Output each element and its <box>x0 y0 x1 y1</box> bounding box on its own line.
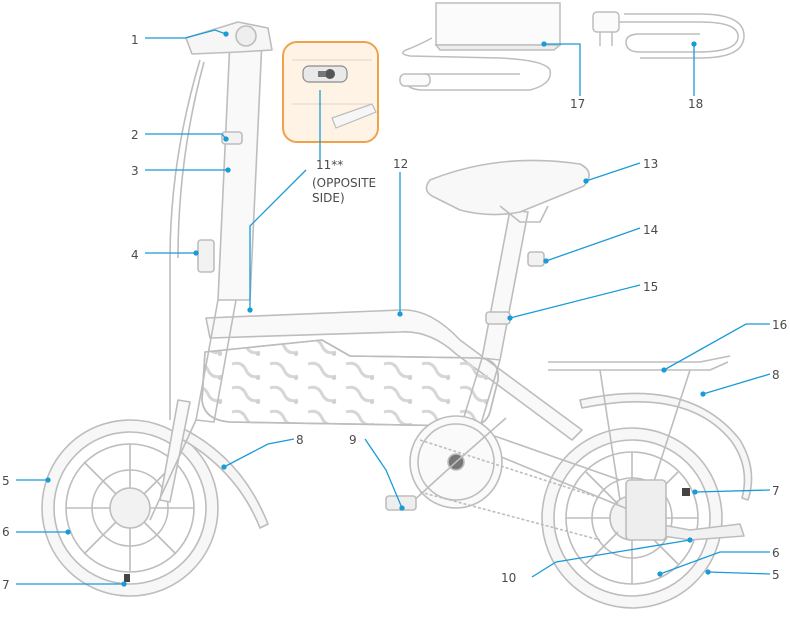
leader-dot-c2 <box>223 136 229 142</box>
leader-line-c11 <box>249 169 307 310</box>
callout-label-c7l: 7 <box>2 578 10 592</box>
callout-label-c8r: 8 <box>772 368 780 382</box>
leader-dot-c8f <box>221 464 227 470</box>
leader-dot-c5r <box>705 569 711 575</box>
leader-dot-c13 <box>583 178 589 184</box>
callout-label-c16: 16 <box>772 318 788 332</box>
callout-label-c5l: 5 <box>2 474 10 488</box>
leader-dot-c14 <box>543 258 549 264</box>
leader-line-c8f <box>223 438 295 468</box>
callout-label-c6r: 6 <box>772 546 780 560</box>
leader-dot-c12 <box>397 311 403 317</box>
callout-label-c7r: 7 <box>772 484 780 498</box>
bike-outline <box>41 21 753 609</box>
leader-dot-c11 <box>247 307 253 313</box>
leader-dot-c8r <box>700 391 706 397</box>
callout-label-c18: 18 <box>688 97 704 111</box>
callout-label-c15: 15 <box>643 280 659 294</box>
leader-line-c2 <box>145 133 227 140</box>
leader-dot-c18 <box>691 41 697 47</box>
leader-lines <box>16 29 771 587</box>
callout-label-c11: 11** <box>316 158 344 172</box>
leader-dot-c4 <box>193 250 199 256</box>
callout-label-c4: 4 <box>131 248 139 262</box>
leader-dot-c10 <box>687 537 693 543</box>
callout-label-c1: 1 <box>131 33 139 47</box>
leader-dot-c5l <box>45 477 51 483</box>
callout-label-c14: 14 <box>643 223 659 237</box>
leader-dot-c16 <box>661 367 667 373</box>
leader-line-c5r <box>707 571 771 575</box>
callout-label-c5r: 5 <box>772 568 780 582</box>
leader-dot-c1 <box>223 31 229 37</box>
charger-adapter <box>399 2 563 91</box>
leader-dot-c3 <box>225 167 231 173</box>
callout-label-c2: 2 <box>131 128 139 142</box>
leader-dot-c7r <box>692 489 698 495</box>
callout-label-c13: 13 <box>643 157 659 171</box>
callout-label-c3: 3 <box>131 164 139 178</box>
leader-line-c7r <box>694 489 771 493</box>
leader-dot-c6l <box>65 529 71 535</box>
power-cord <box>592 11 745 59</box>
leader-line-c6r <box>659 551 770 575</box>
leader-line-c16 <box>663 323 770 371</box>
leader-line-c9 <box>364 438 403 509</box>
leader-line-c17 <box>544 43 581 96</box>
charging-port-inset <box>282 41 379 143</box>
leader-dot-c15 <box>507 315 513 321</box>
leader-dot-c17 <box>541 41 547 47</box>
leader-line-c1 <box>145 29 227 39</box>
callout-label-c10: 10 <box>501 571 517 585</box>
callout-label-c6l: 6 <box>2 525 10 539</box>
leader-line-c14 <box>545 227 641 262</box>
callout-label-c17: 17 <box>570 97 586 111</box>
leader-line-c10 <box>531 539 691 578</box>
leader-dot-c7l <box>121 581 127 587</box>
callout-11-note: (OPPOSITE SIDE) <box>312 176 377 205</box>
leader-line-c13 <box>585 162 641 182</box>
leader-dot-c6r <box>657 571 663 577</box>
callout-label-c12: 12 <box>393 157 409 171</box>
leader-dot-c9 <box>399 505 405 511</box>
callout-label-c8f: 8 <box>296 433 304 447</box>
callout-label-c9: 9 <box>349 433 357 447</box>
leader-line-c8r <box>702 373 771 395</box>
leader-line-c15 <box>509 284 641 319</box>
